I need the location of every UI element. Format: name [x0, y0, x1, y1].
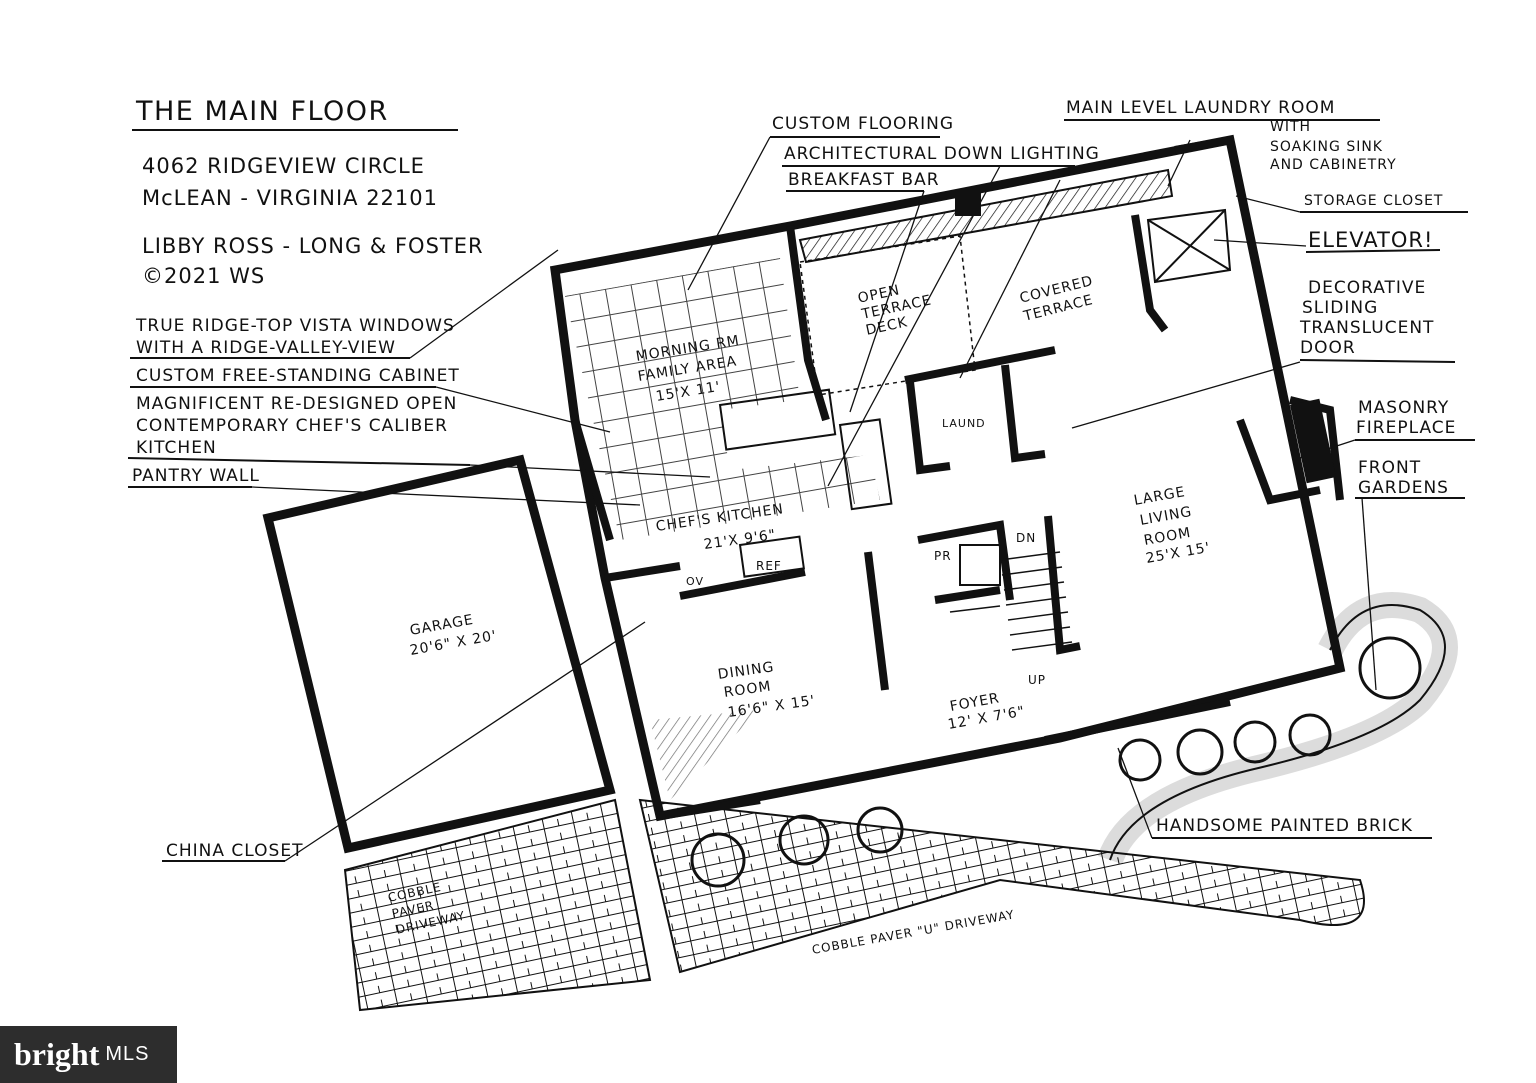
room-powder: PR — [934, 549, 952, 563]
stairs-down: DN — [1016, 531, 1037, 545]
callout-laundry-2: WITH — [1270, 119, 1312, 135]
callout-lighting: ARCHITECTURAL DOWN LIGHTING — [784, 144, 1100, 164]
u-driveway — [638, 798, 1365, 974]
address-line-1: 4062 RIDGEVIEW CIRCLE — [142, 154, 425, 178]
garden-edge-line — [1109, 604, 1446, 861]
callout-free-cabinet: CUSTOM FREE-STANDING CABINET — [136, 366, 460, 386]
interior-walls — [571, 136, 1344, 820]
callout-brick: HANDSOME PAINTED BRICK — [1156, 816, 1413, 836]
watermark-suffix: MLS — [105, 1043, 150, 1065]
callout-gardens-1: FRONT — [1358, 458, 1422, 478]
callout-laundry-4: AND CABINETRY — [1270, 157, 1397, 173]
callout-breakfast: BREAKFAST BAR — [788, 170, 940, 190]
callout-fireplace-1: MASONRY — [1358, 398, 1450, 418]
callout-ridge-windows-1: TRUE RIDGE-TOP VISTA WINDOWS — [136, 316, 455, 336]
callout-door-4: DOOR — [1300, 338, 1356, 358]
garage-outline — [262, 454, 616, 854]
stairs — [949, 551, 1073, 651]
callout-fireplace-2: FIREPLACE — [1356, 418, 1457, 438]
callout-door-1: DECORATIVE — [1308, 278, 1427, 298]
terrace-hatching — [798, 168, 1174, 264]
page-title: THE MAIN FLOOR — [136, 96, 389, 127]
room-laundry: LAUND — [942, 417, 986, 430]
masonry-fireplace — [1290, 398, 1336, 484]
header-underlines — [127, 119, 1475, 862]
callout-kitchen-1: MAGNIFICENT RE-DESIGNED OPEN — [136, 394, 458, 414]
callout-china-closet: CHINA CLOSET — [166, 841, 304, 861]
callout-gardens-2: GARDENS — [1358, 478, 1449, 498]
agent-credit: LIBBY ROSS - LONG & FOSTER — [142, 234, 484, 258]
chimney — [955, 192, 981, 216]
callout-laundry-3: SOAKING SINK — [1270, 139, 1383, 155]
kitchen-counters — [718, 388, 1001, 586]
callout-door-3: TRANSLUCENT — [1300, 318, 1435, 338]
watermark-brand: bright — [14, 1036, 100, 1072]
callout-storage: STORAGE CLOSET — [1304, 193, 1444, 209]
appliance-fridge: REF — [756, 559, 782, 573]
side-driveway — [343, 798, 652, 1012]
stairs-up: UP — [1028, 673, 1047, 687]
callout-elevator: ELEVATOR! — [1308, 228, 1434, 252]
callout-ridge-windows-2: WITH A RIDGE-VALLEY-VIEW — [136, 338, 396, 358]
address-line-2: McLEAN - VIRGINIA 22101 — [142, 186, 438, 210]
appliance-oven: OV — [686, 575, 704, 588]
copyright: ©2021 WS — [142, 264, 266, 288]
elevator-box — [1146, 208, 1232, 284]
callout-door-2: SLIDING — [1302, 298, 1379, 318]
shrubs — [690, 636, 1422, 888]
callout-laundry-1: MAIN LEVEL LAUNDRY ROOM — [1066, 98, 1336, 118]
callout-pantry: PANTRY WALL — [132, 466, 260, 486]
callout-flooring: CUSTOM FLOORING — [772, 114, 955, 134]
family-area-floor — [565, 258, 880, 540]
callout-kitchen-3: KITCHEN — [136, 438, 217, 458]
bright-mls-watermark: bright MLS — [0, 1026, 177, 1083]
dining-window-hatch — [650, 710, 760, 800]
callout-kitchen-2: CONTEMPORARY CHEF'S CALIBER — [136, 416, 448, 436]
